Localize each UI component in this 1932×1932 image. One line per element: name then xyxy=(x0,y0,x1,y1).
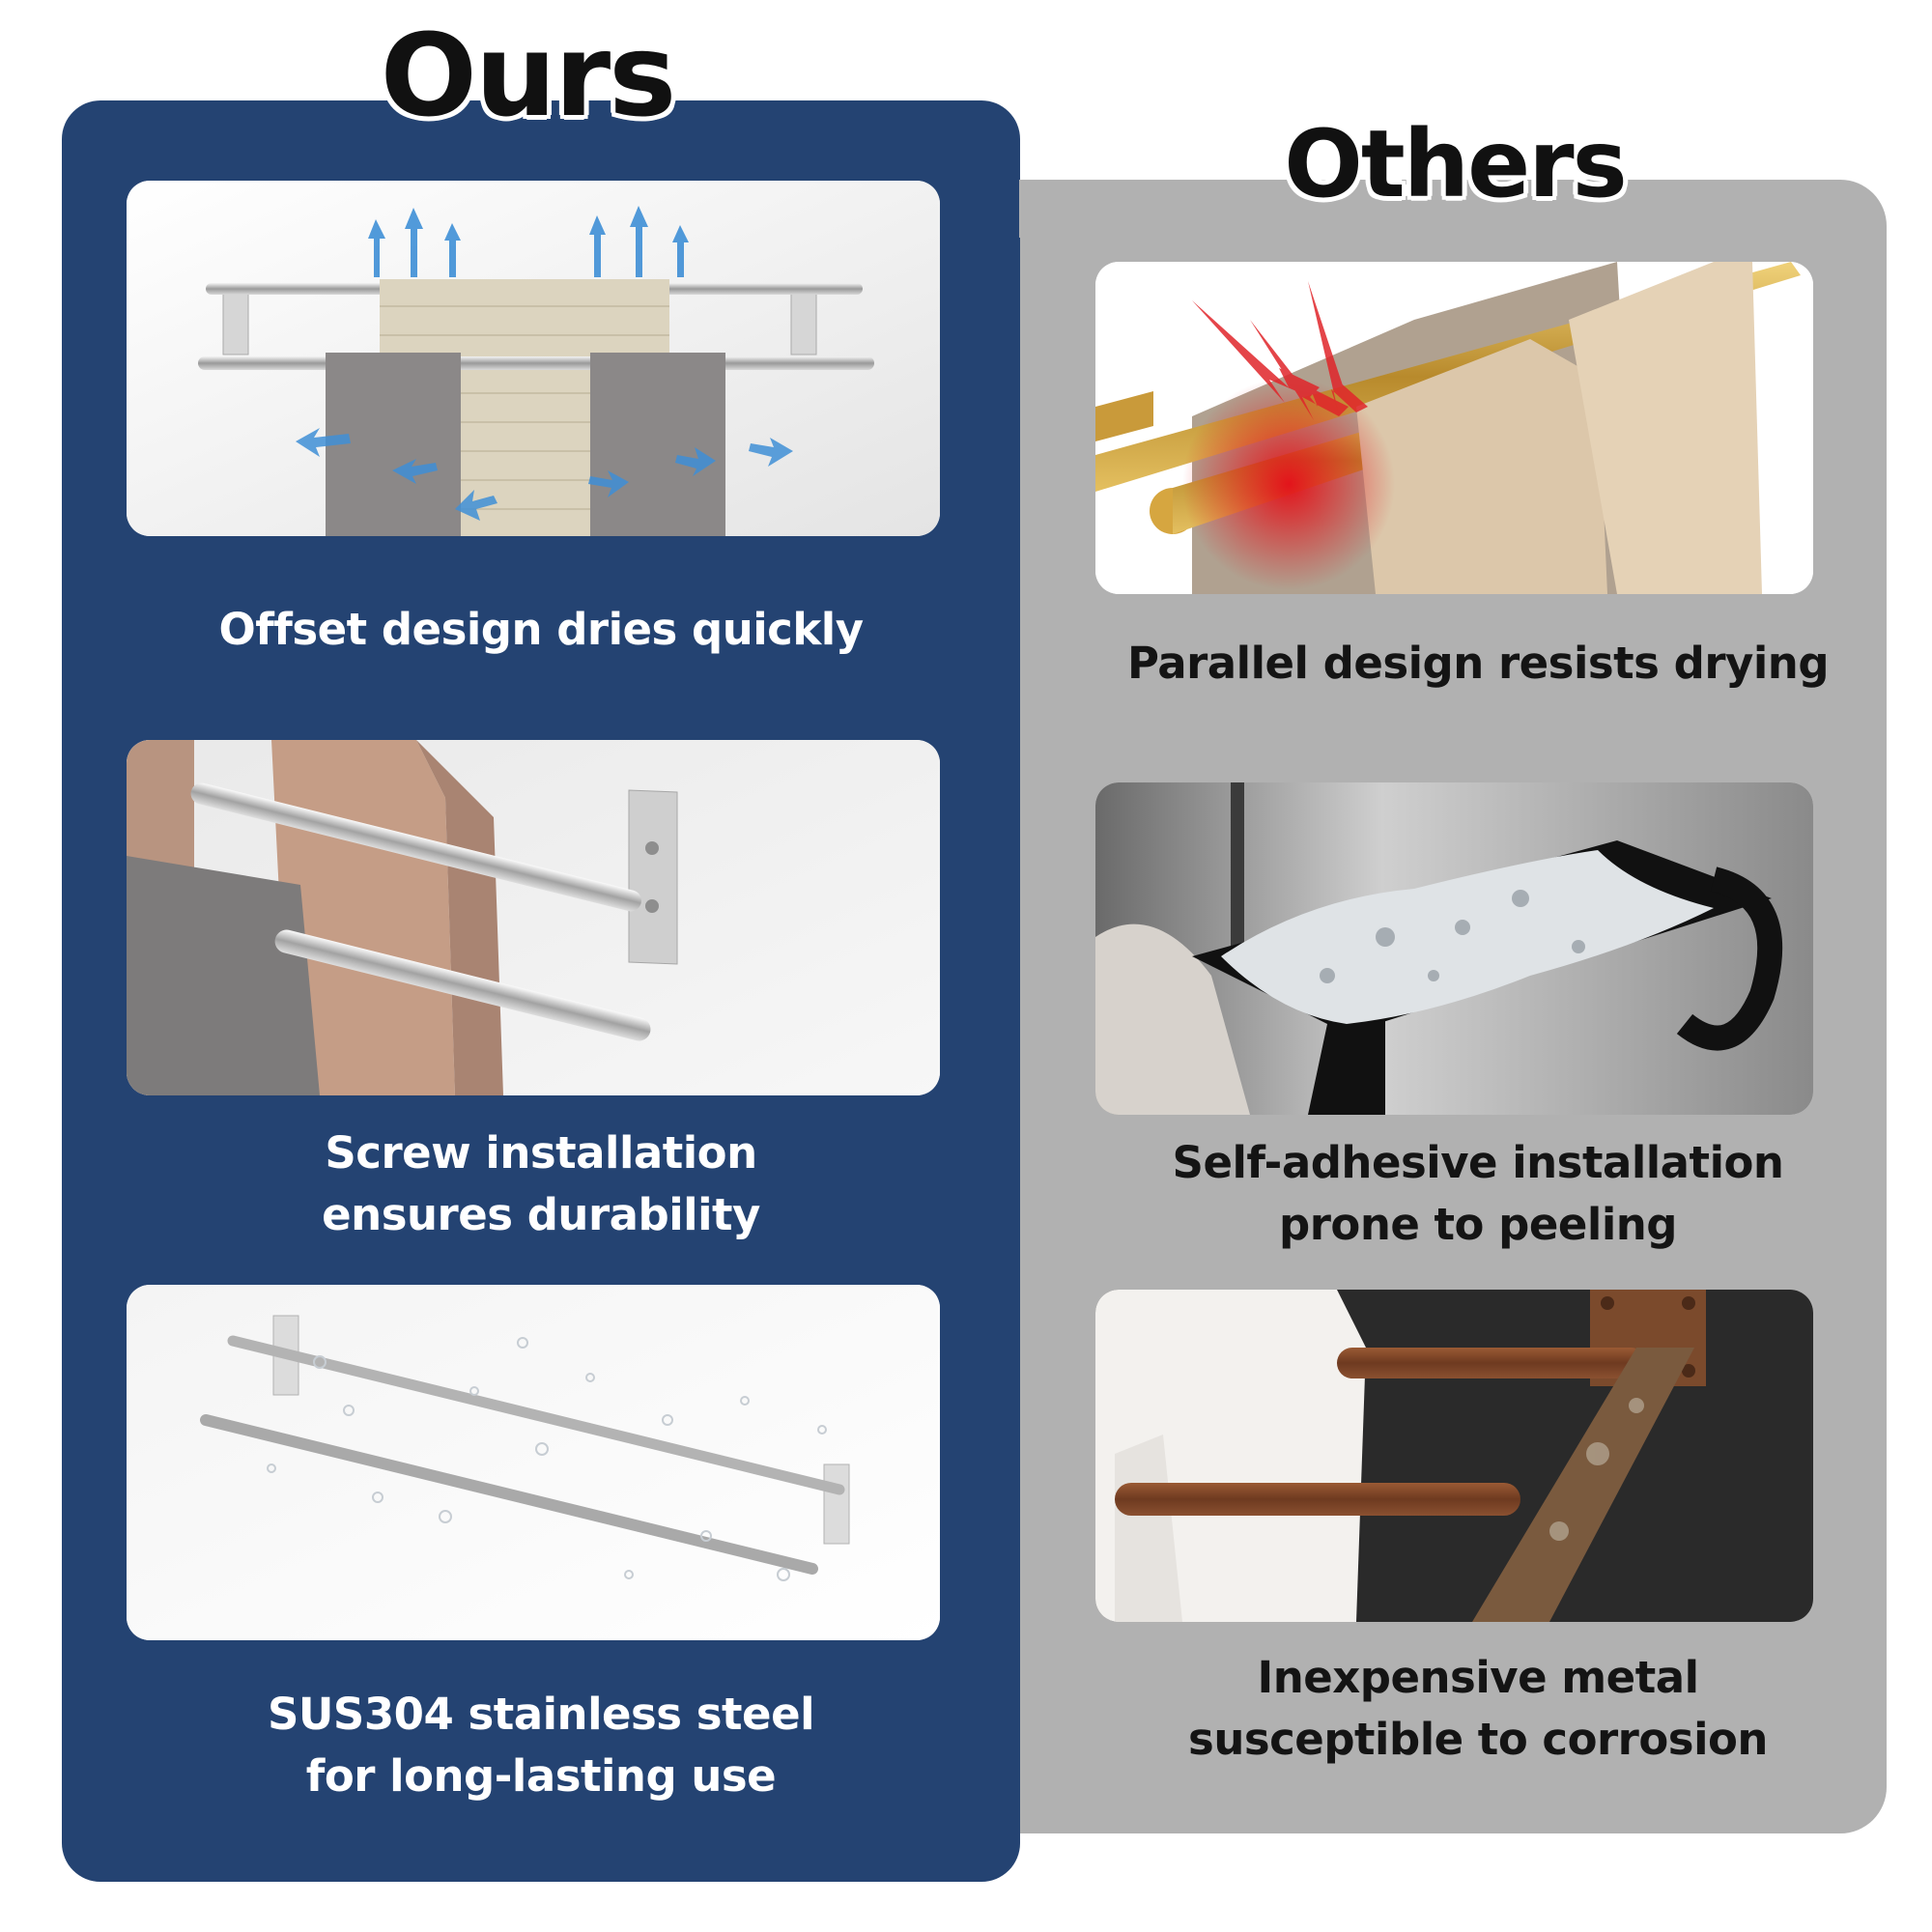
stainless-rack-illustration xyxy=(127,1285,940,1640)
caption-line: Parallel design resists drying xyxy=(1126,638,1830,689)
caption-line: susceptible to corrosion xyxy=(1188,1714,1768,1765)
caption-line: SUS304 stainless steel xyxy=(267,1689,815,1740)
adhesive-peeling-illustration xyxy=(1095,782,1813,1115)
parallel-rack-photo xyxy=(1095,262,1813,594)
caption-line: Self-adhesive installation xyxy=(1172,1137,1784,1188)
ours-caption-3: SUS304 stainless steel for long-lasting … xyxy=(106,1684,976,1807)
screw-rack-photo xyxy=(127,740,940,1095)
parallel-rack-illustration xyxy=(1095,262,1813,594)
adhesive-peeling-photo xyxy=(1095,782,1813,1115)
caption-line: for long-lasting use xyxy=(305,1750,777,1802)
others-heading: Others xyxy=(1284,110,1627,218)
caption-line: ensures durability xyxy=(322,1189,760,1240)
rusted-rack-illustration xyxy=(1095,1290,1813,1622)
ours-caption-2: Screw installation ensures durability xyxy=(106,1122,976,1246)
ours-caption-1: Offset design dries quickly xyxy=(106,599,976,661)
caption-line: Inexpensive metal xyxy=(1257,1652,1699,1703)
others-caption-2: Self-adhesive installation prone to peel… xyxy=(1063,1132,1893,1256)
screw-rack-illustration xyxy=(127,740,940,1095)
rusted-rack-photo xyxy=(1095,1290,1813,1622)
stainless-rack-photo xyxy=(127,1285,940,1640)
caption-line: Screw installation xyxy=(325,1127,757,1179)
caption-line: Offset design dries quickly xyxy=(218,604,864,655)
ours-heading: Ours xyxy=(380,9,677,142)
offset-rack-photo xyxy=(127,181,940,536)
offset-rack-illustration xyxy=(127,181,940,536)
others-caption-1: Parallel design resists drying xyxy=(1063,633,1893,695)
others-caption-3: Inexpensive metal susceptible to corrosi… xyxy=(1063,1647,1893,1771)
caption-line: prone to peeling xyxy=(1279,1199,1678,1250)
